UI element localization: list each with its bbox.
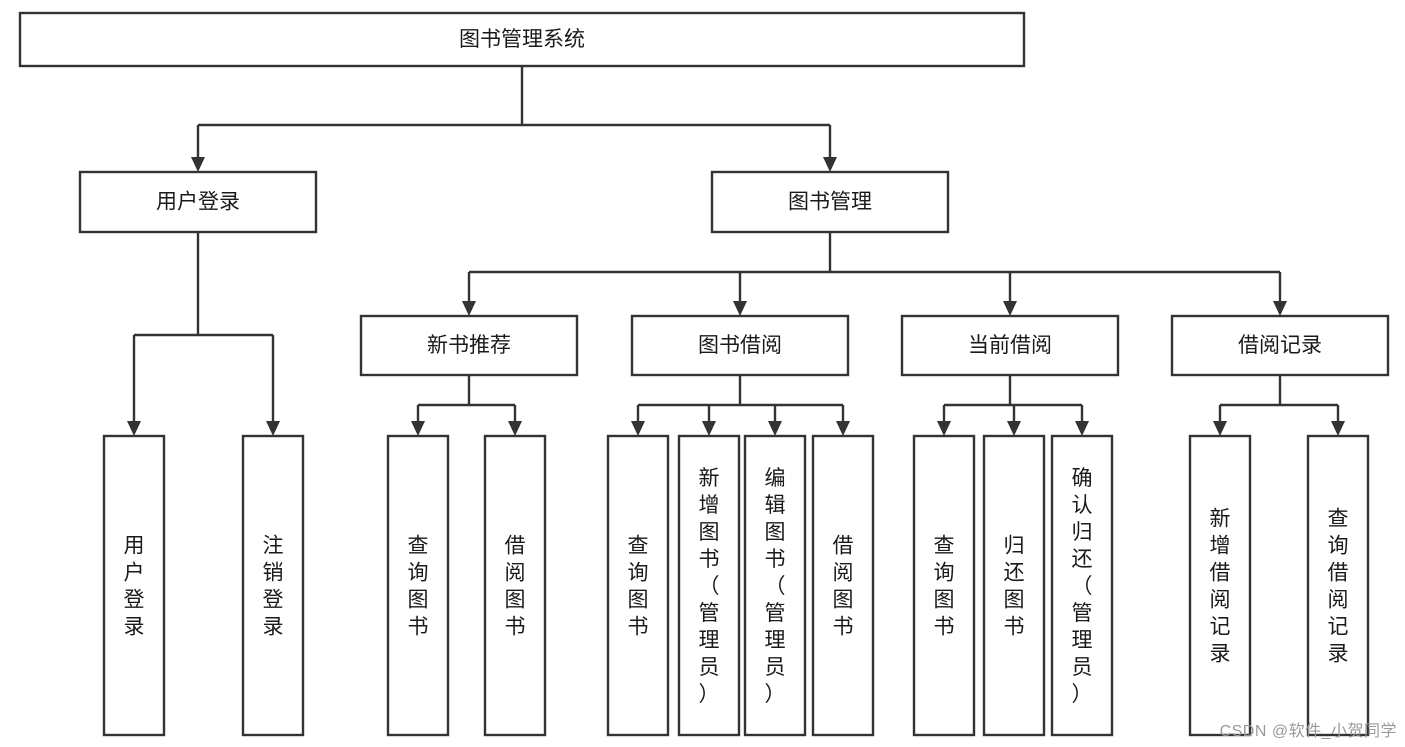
node-label: 查询图书: [628, 535, 649, 639]
node-label: 新书推荐: [427, 334, 511, 357]
node-label: 注销登录: [263, 535, 284, 639]
node-leaf-query-borrow-record[interactable]: 查询借阅记录: [1306, 434, 1370, 737]
node-leaf-add-book[interactable]: 新增图书（管理员）: [677, 434, 741, 737]
arrow-head-icon: [768, 421, 782, 436]
node-layer: 图书管理系统用户登录图书管理新书推荐图书借阅当前借阅借阅记录用户登录注销登录查询…: [18, 11, 1390, 737]
node-label: 编辑图书（管理员）: [765, 467, 786, 706]
node-label: 查询图书: [934, 535, 955, 639]
node-box: [677, 434, 741, 737]
node-leaf-return-book[interactable]: 归还图书: [982, 434, 1046, 737]
node-leaf-query-book-new[interactable]: 查询图书: [386, 434, 450, 737]
node-leaf-edit-book[interactable]: 编辑图书（管理员）: [743, 434, 807, 737]
node-leaf-borrow-book-new[interactable]: 借阅图书: [483, 434, 547, 737]
node-box: [743, 434, 807, 737]
node-box: [630, 314, 850, 377]
node-leaf-borrow-book[interactable]: 借阅图书: [811, 434, 875, 737]
arrow-head-icon: [1075, 421, 1089, 436]
node-box: [483, 434, 547, 737]
arrow-head-icon: [127, 421, 141, 436]
node-leaf-user-logout[interactable]: 注销登录: [241, 434, 305, 737]
node-label: 用户登录: [124, 535, 145, 639]
node-leaf-confirm-return[interactable]: 确认归还（管理员）: [1050, 434, 1114, 737]
node-label: 图书借阅: [698, 334, 782, 357]
node-leaf-user-login[interactable]: 用户登录: [102, 434, 166, 737]
node-box: [1188, 434, 1252, 737]
node-user-login[interactable]: 用户登录: [78, 170, 318, 234]
node-box: [1306, 434, 1370, 737]
watermark-text: CSDN @软件_小贺同学: [1219, 723, 1397, 740]
node-box: [1170, 314, 1390, 377]
node-box: [912, 434, 976, 737]
node-box: [900, 314, 1120, 377]
arrow-head-icon: [1331, 421, 1345, 436]
arrow-head-icon: [702, 421, 716, 436]
node-box: [811, 434, 875, 737]
node-label: 当前借阅: [968, 334, 1052, 357]
arrow-head-icon: [508, 421, 522, 436]
node-leaf-query-book-borrow[interactable]: 查询图书: [606, 434, 670, 737]
node-label: 新增图书（管理员）: [699, 467, 720, 706]
node-label: 查询图书: [408, 535, 429, 639]
arrow-head-icon: [836, 421, 850, 436]
arrow-head-icon: [462, 301, 476, 316]
node-label: 图书管理: [788, 191, 872, 214]
arrow-head-icon: [266, 421, 280, 436]
node-box: [18, 11, 1026, 68]
arrow-head-icon: [733, 301, 747, 316]
node-new-book-recommend[interactable]: 新书推荐: [359, 314, 579, 377]
node-book-borrow[interactable]: 图书借阅: [630, 314, 850, 377]
node-label: 确认归还（管理员）: [1072, 467, 1093, 706]
arrow-head-icon: [937, 421, 951, 436]
node-label: 查询借阅记录: [1328, 508, 1349, 666]
node-label: 归还图书: [1004, 535, 1025, 639]
node-box: [102, 434, 166, 737]
node-label: 用户登录: [156, 191, 240, 214]
node-box: [359, 314, 579, 377]
arrow-head-icon: [1003, 301, 1017, 316]
node-box: [78, 170, 318, 234]
node-box: [1050, 434, 1114, 737]
arrow-head-icon: [1273, 301, 1287, 316]
node-root-root[interactable]: 图书管理系统: [18, 11, 1026, 68]
connector-layer: [127, 66, 1345, 436]
arrow-head-icon: [823, 157, 837, 172]
node-current-borrow[interactable]: 当前借阅: [900, 314, 1120, 377]
node-leaf-query-book-current[interactable]: 查询图书: [912, 434, 976, 737]
arrow-head-icon: [631, 421, 645, 436]
node-box: [710, 170, 950, 234]
node-leaf-add-borrow-record[interactable]: 新增借阅记录: [1188, 434, 1252, 737]
node-book-management[interactable]: 图书管理: [710, 170, 950, 234]
node-box: [606, 434, 670, 737]
node-borrow-record[interactable]: 借阅记录: [1170, 314, 1390, 377]
node-label: 借阅记录: [1238, 334, 1322, 357]
arrow-head-icon: [411, 421, 425, 436]
node-box: [241, 434, 305, 737]
arrow-head-icon: [1007, 421, 1021, 436]
node-label: 借阅图书: [505, 535, 526, 639]
node-label: 图书管理系统: [459, 28, 585, 51]
arrow-head-icon: [1213, 421, 1227, 436]
node-box: [982, 434, 1046, 737]
node-label: 新增借阅记录: [1210, 508, 1231, 666]
node-label: 借阅图书: [833, 535, 854, 639]
node-box: [386, 434, 450, 737]
arrow-head-icon: [191, 157, 205, 172]
